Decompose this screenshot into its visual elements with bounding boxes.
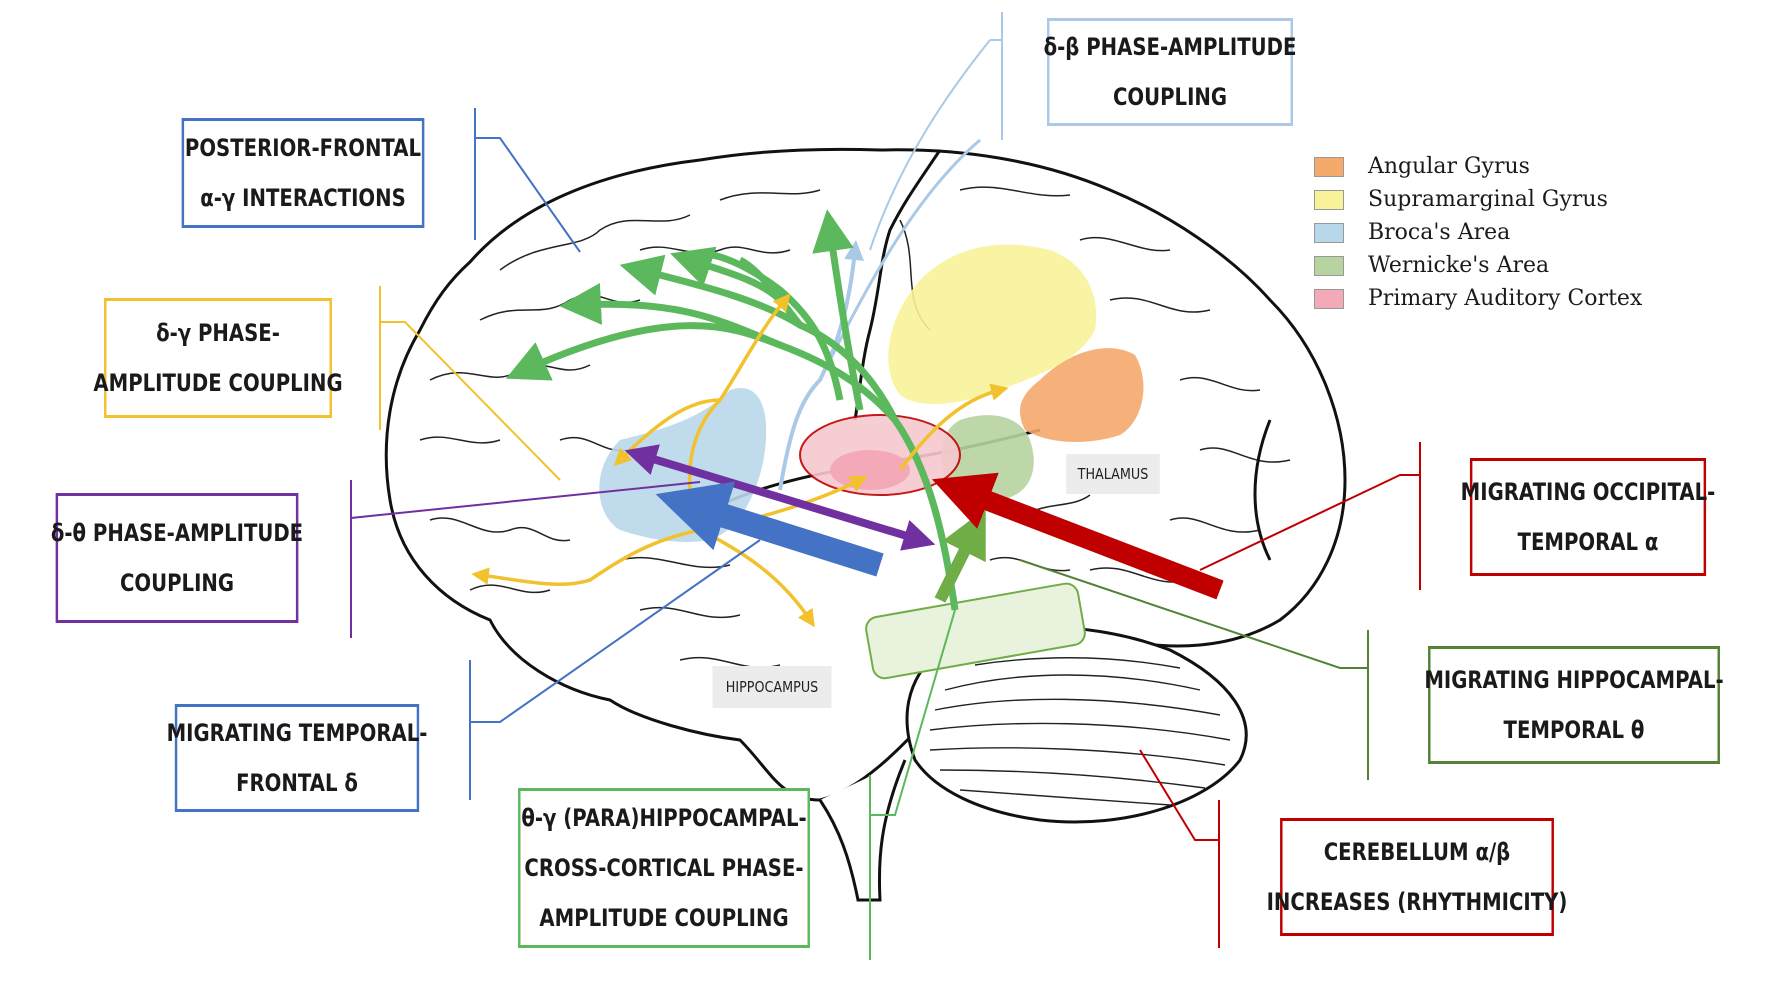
delta-beta-line-1: δ-β PHASE-AMPLITUDE [1043, 33, 1297, 61]
hippocampal-temporal-line-1: MIGRATING HIPPOCAMPAL- [1424, 666, 1724, 694]
legend-label: Angular Gyrus [1368, 154, 1530, 179]
delta-gamma-line-1: δ-γ PHASE- [156, 319, 280, 347]
theta-gamma-box: θ-γ (PARA)HIPPOCAMPAL- CROSS-CORTICAL PH… [518, 788, 810, 948]
temporal-frontal-line-2: FRONTAL δ [236, 769, 358, 797]
delta-gamma-box: δ-γ PHASE- AMPLITUDE COUPLING [93, 298, 343, 418]
delta-gamma-line-2: AMPLITUDE COUPLING [93, 369, 343, 397]
occipital-temporal-line-1: MIGRATING OCCIPITAL- [1460, 478, 1716, 506]
posterior-frontal-line-2: α-γ INTERACTIONS [200, 184, 406, 212]
occipital-sulcus [1253, 419, 1272, 561]
connector-delta-theta [350, 480, 701, 638]
connector-occipital-temporal [1199, 442, 1421, 590]
legend-item: Angular Gyrus [1314, 150, 1642, 183]
legend-item: Wernicke's Area [1314, 249, 1642, 282]
theta-gamma-line-3: AMPLITUDE COUPLING [539, 904, 789, 932]
legend-label: Broca's Area [1368, 220, 1511, 245]
connector-theta-gamma [869, 609, 956, 960]
connector-delta-gamma [379, 286, 561, 481]
theta-gamma-line-2: CROSS-CORTICAL PHASE- [524, 854, 804, 882]
cerebellum-box: CEREBELLUM α/β INCREASES (RHYTHMICITY) [1267, 818, 1567, 936]
connector-temporal-frontal [469, 539, 761, 800]
thalamus-label: THALAMUS [1066, 454, 1160, 494]
theta-gamma-line-1: θ-γ (PARA)HIPPOCAMPAL- [521, 804, 807, 832]
hippocampal-temporal-box: MIGRATING HIPPOCAMPAL- TEMPORAL θ [1424, 646, 1724, 764]
temporal-frontal-box: MIGRATING TEMPORAL- FRONTAL δ [167, 704, 427, 812]
angular-gyrus [1020, 348, 1144, 442]
delta-theta-box: δ-θ PHASE-AMPLITUDE COUPLING [51, 493, 303, 623]
posterior-frontal-box: POSTERIOR-FRONTAL α-γ INTERACTIONS [181, 118, 425, 228]
connector-hippocampal-temporal [1019, 559, 1369, 780]
delta-theta-line-1: δ-θ PHASE-AMPLITUDE [50, 519, 304, 547]
delta-theta-arrow [624, 444, 936, 551]
legend-item: Supramarginal Gyrus [1314, 183, 1642, 216]
cerebellum-shape [905, 626, 1248, 824]
connector-posterior-frontal [474, 108, 581, 253]
posterior-frontal-line-1: POSTERIOR-FRONTAL [184, 134, 422, 162]
legend-item: Broca's Area [1314, 216, 1642, 249]
occipital-temporal-arrow [931, 472, 1224, 600]
cerebellum-line-2: INCREASES (RHYTHMICITY) [1266, 888, 1568, 916]
legend-label: Primary Auditory Cortex [1368, 286, 1643, 311]
region-legend: Angular Gyrus Supramarginal Gyrus Broca'… [1314, 150, 1642, 315]
gyri-lines [419, 186, 1291, 669]
legend-item: Primary Auditory Cortex [1314, 282, 1642, 315]
legend-swatch [1314, 189, 1344, 210]
connector-cerebellum [1139, 749, 1220, 948]
occipital-temporal-line-2: TEMPORAL α [1517, 528, 1659, 556]
delta-beta-box: δ-β PHASE-AMPLITUDE COUPLING [1044, 18, 1296, 126]
hippocampus-label: HIPPOCAMPUS [712, 666, 832, 708]
temporal-frontal-line-1: MIGRATING TEMPORAL- [166, 719, 428, 747]
legend-swatch [1314, 255, 1344, 276]
cerebellum-line-1: CEREBELLUM α/β [1323, 838, 1511, 866]
delta-beta-line-2: COUPLING [1112, 83, 1228, 111]
supramarginal-gyrus [888, 244, 1097, 405]
connector-delta-beta [869, 12, 1003, 251]
occipital-temporal-box: MIGRATING OCCIPITAL- TEMPORAL α [1461, 458, 1715, 576]
hippocampal-temporal-line-2: TEMPORAL θ [1503, 716, 1645, 744]
hippocampal-temporal-arrow [934, 508, 986, 603]
legend-label: Wernicke's Area [1368, 253, 1550, 278]
legend-swatch [1314, 222, 1344, 243]
legend-swatch [1314, 156, 1344, 177]
primary-auditory-cortex-inner [830, 450, 910, 490]
legend-swatch [1314, 288, 1344, 309]
delta-theta-line-2: COUPLING [119, 569, 235, 597]
temporal-frontal-arrow [655, 481, 884, 577]
legend-label: Supramarginal Gyrus [1368, 187, 1608, 212]
cerebellum-folia [929, 657, 1231, 806]
hippocampus-shape [865, 582, 1086, 680]
brainstem-shape [818, 759, 907, 902]
